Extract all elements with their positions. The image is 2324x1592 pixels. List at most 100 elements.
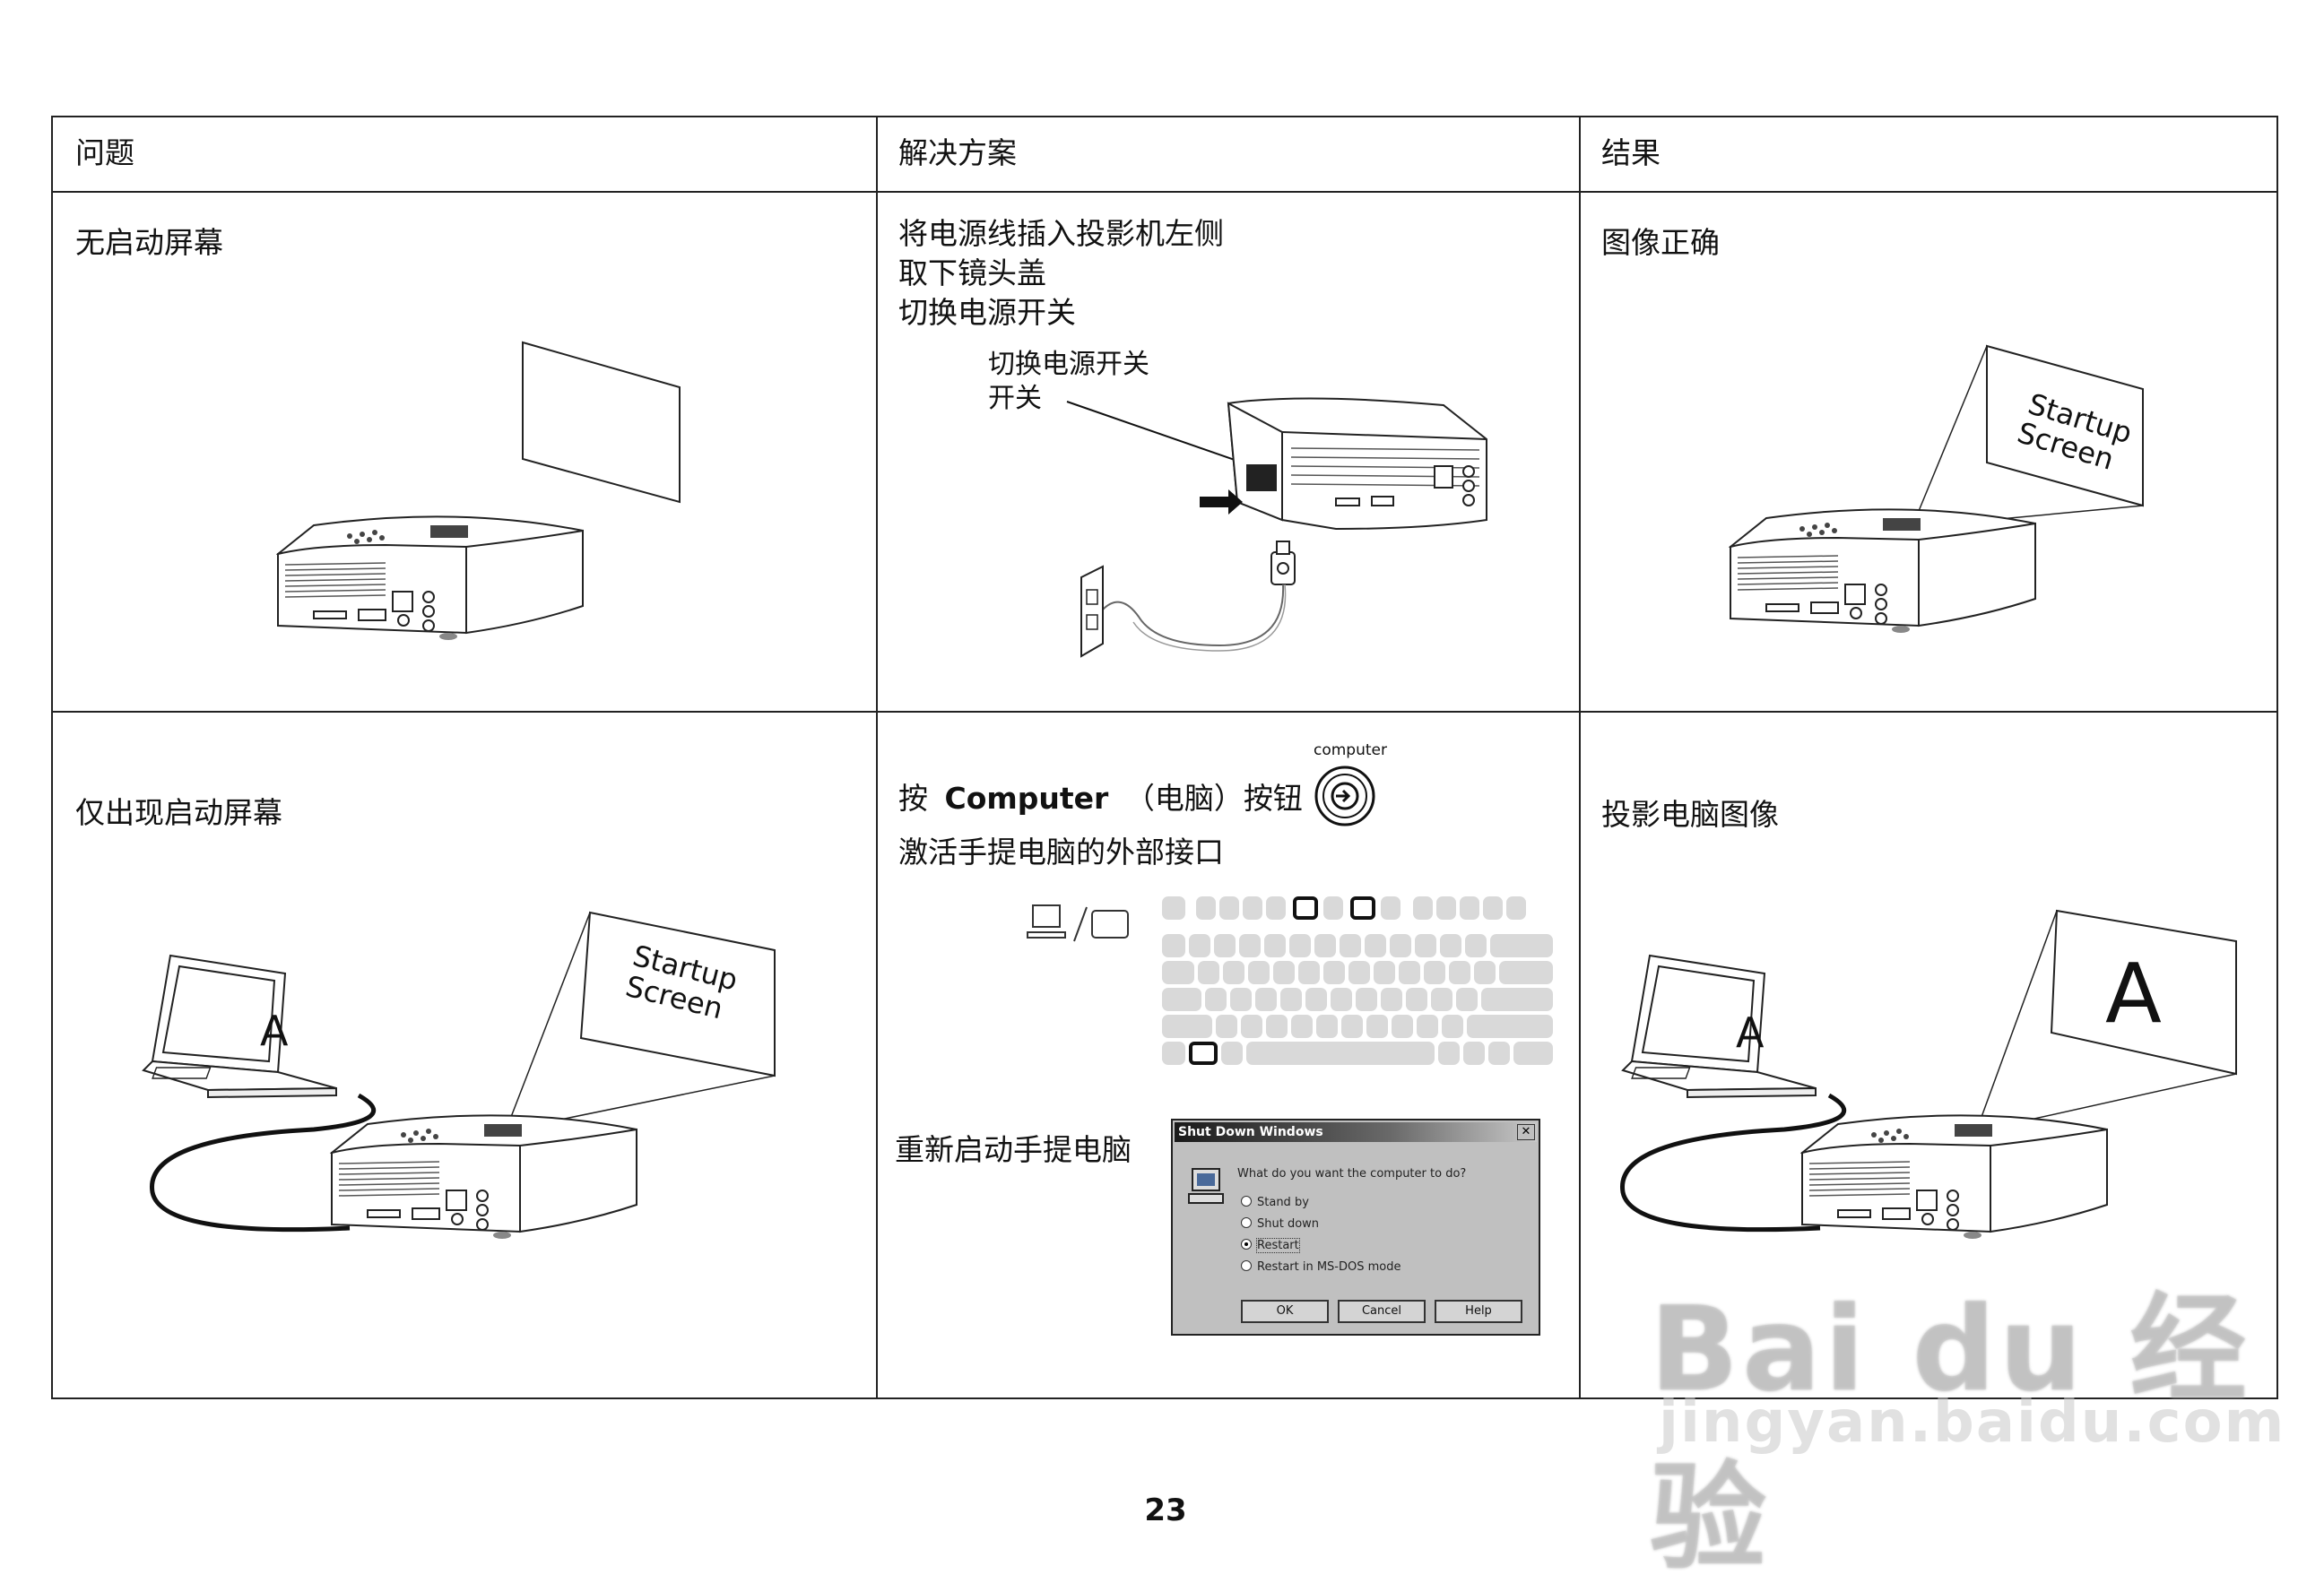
- radio-shut-down[interactable]: Shut down: [1241, 1217, 1319, 1231]
- radio-dot: [1241, 1217, 1252, 1228]
- keyboard-key: [1331, 988, 1352, 1011]
- highlighted-key: [1189, 1042, 1218, 1065]
- keyboard-key: [1381, 896, 1400, 920]
- header-result: 结果: [1601, 135, 1661, 170]
- radio-label: Restart in MS-DOS mode: [1257, 1260, 1401, 1274]
- keyboard-key: [1392, 1015, 1413, 1038]
- highlighted-key: [1293, 896, 1318, 920]
- header-problem: 问题: [75, 135, 134, 170]
- keyboard-key: [1241, 1015, 1262, 1038]
- solution-line: 将电源线插入投影机左侧: [898, 216, 1224, 251]
- keyboard-key: [1162, 896, 1185, 920]
- solution-line: 按 Computer （电脑）按钮: [898, 779, 1303, 818]
- keyboard-key: [1205, 988, 1227, 1011]
- column-divider: [1579, 117, 1581, 1397]
- keyboard-key: [1365, 934, 1386, 957]
- keyboard-key: [1431, 988, 1452, 1011]
- keyboard-key: [1264, 934, 1286, 957]
- keyboard-key: [1230, 988, 1252, 1011]
- computer-icon: [1188, 1168, 1224, 1204]
- keyboard-key: [1246, 1042, 1435, 1065]
- keyboard-key: [1280, 988, 1302, 1011]
- highlighted-key: [1350, 896, 1375, 920]
- dialog-question: What do you want the computer to do?: [1237, 1167, 1467, 1181]
- keyboard-key: [1488, 1042, 1510, 1065]
- keyboard-key: [1415, 934, 1436, 957]
- computer-button-label: Computer: [944, 781, 1109, 816]
- keyboard-key: [1323, 896, 1343, 920]
- keyboard-key: [1298, 961, 1320, 984]
- keyboard-key: [1374, 961, 1395, 984]
- problem-text: 仅出现启动屏幕: [75, 795, 282, 830]
- keyboard-key: [1162, 1015, 1212, 1038]
- laptop-letter: A: [260, 1007, 289, 1055]
- keyboard-key: [1442, 1015, 1463, 1038]
- keyboard-key: [1189, 934, 1210, 957]
- computer-button-icon[interactable]: [1313, 764, 1377, 828]
- help-button[interactable]: Help: [1435, 1300, 1522, 1323]
- radio-restart[interactable]: Restart: [1241, 1238, 1300, 1253]
- dialog-title: Shut Down Windows: [1175, 1122, 1537, 1142]
- page-number: 23: [1144, 1492, 1187, 1528]
- keyboard-key: [1449, 961, 1470, 984]
- keyboard-key: [1314, 934, 1336, 957]
- keyboard-key: [1198, 961, 1219, 984]
- troubleshooting-table: 问题 解决方案 结果 无启动屏幕 将电源线插入投影机左侧 取下镜头盖 切换电源开…: [51, 116, 2278, 1399]
- keyboard-key: [1341, 1015, 1363, 1038]
- keyboard-key: [1438, 1042, 1460, 1065]
- keyboard-key: [1490, 934, 1553, 957]
- keyboard-key: [1266, 1015, 1288, 1038]
- solution-line: 重新启动手提电脑: [895, 1132, 1132, 1167]
- laptop-letter: A: [1736, 1008, 1765, 1057]
- keyboard-key: [1390, 934, 1411, 957]
- solution-prefix: 按: [898, 781, 928, 816]
- monitor-laptop-icon: [1027, 904, 1129, 942]
- keyboard-key: [1499, 961, 1553, 984]
- keyboard-key: [1356, 988, 1377, 1011]
- keyboard-key: [1463, 1042, 1485, 1065]
- cancel-button[interactable]: Cancel: [1338, 1300, 1426, 1323]
- keyboard-key: [1243, 896, 1262, 920]
- keyboard-key: [1239, 934, 1261, 957]
- header-solution: 解决方案: [898, 135, 1017, 170]
- keyboard-key: [1219, 896, 1239, 920]
- solution-line: 激活手提电脑的外部接口: [898, 835, 1224, 870]
- startup-screen-illustration: Startup Screen: [1730, 344, 2144, 634]
- radio-stand-by[interactable]: Stand by: [1241, 1196, 1309, 1209]
- keyboard-key: [1305, 988, 1327, 1011]
- keyboard-key: [1223, 961, 1244, 984]
- keyboard-key: [1413, 896, 1433, 920]
- keyboard-key: [1316, 1015, 1338, 1038]
- row-divider: [53, 711, 2276, 713]
- keyboard-key: [1467, 1015, 1553, 1038]
- result-text: 图像正确: [1601, 225, 1720, 260]
- callout-label: 开关: [988, 383, 1042, 414]
- radio-restart-ms-dos[interactable]: Restart in MS-DOS mode: [1241, 1260, 1401, 1274]
- keyboard-key: [1162, 934, 1185, 957]
- keyboard-key: [1506, 896, 1526, 920]
- radio-dot: [1241, 1260, 1252, 1271]
- radio-dot: [1241, 1239, 1252, 1250]
- keyboard-key: [1417, 1015, 1438, 1038]
- keyboard-key: [1214, 934, 1236, 957]
- keyboard-key: [1460, 896, 1479, 920]
- solution-suffix: （电脑）按钮: [1124, 781, 1303, 816]
- baidu-watermark: Bai du 经验 jingyan.baidu.com: [1650, 1255, 2284, 1586]
- keyboard-key: [1273, 961, 1295, 984]
- keyboard-key: [1399, 961, 1420, 984]
- keyboard-key: [1266, 896, 1286, 920]
- solution-line: 取下镜头盖: [898, 255, 1046, 290]
- radio-label: Shut down: [1257, 1217, 1320, 1231]
- ok-button[interactable]: OK: [1241, 1300, 1329, 1323]
- laptop-projected-image-illustration: A A: [1620, 909, 2237, 1240]
- keyboard-key: [1381, 988, 1402, 1011]
- keyboard-key: [1465, 934, 1487, 957]
- blank-screen-illustration: [277, 341, 681, 641]
- keyboard-key: [1221, 1042, 1243, 1065]
- keyboard-illustration: [1162, 893, 1565, 1072]
- laptop-projector-illustration: A Startup Screen: [143, 911, 776, 1240]
- projected-letter: A: [2105, 946, 2162, 1042]
- keyboard-key: [1513, 1042, 1553, 1065]
- close-icon[interactable]: ✕: [1517, 1124, 1535, 1140]
- keyboard-key: [1348, 961, 1370, 984]
